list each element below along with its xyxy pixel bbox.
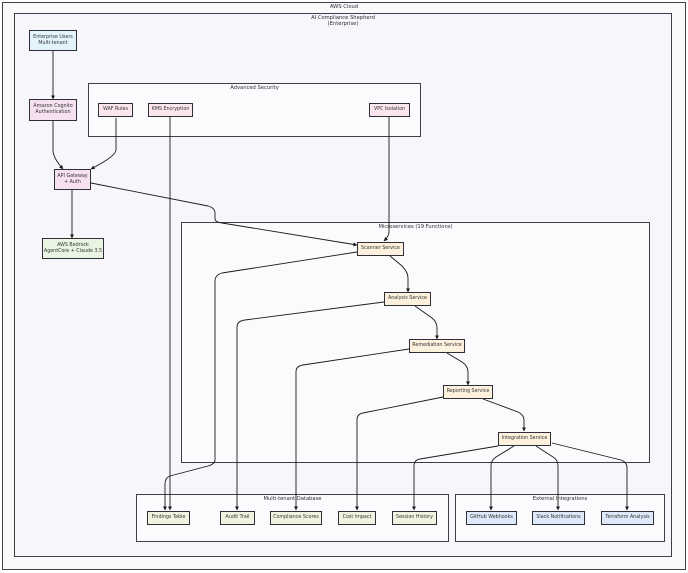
edge-cognito-gateway	[52, 121, 64, 170]
node-api-gateway[interactable]: API Gateway + Auth	[54, 169, 91, 190]
edge-reporting-cost	[354, 396, 444, 511]
node-findings-table[interactable]: Findings Table	[147, 511, 190, 525]
node-session-history[interactable]: Session History	[392, 511, 437, 525]
cluster-title-microservices: Microservices (19 Functions)	[378, 224, 453, 230]
cluster-title-integrations: External Integrations	[532, 496, 588, 502]
node-enterprise-users[interactable]: Enterprise Users Multi-tenant	[29, 30, 77, 51]
node-kms-encryption[interactable]: KMS Encryption	[148, 103, 193, 117]
edge-integration-terraform	[551, 442, 630, 511]
edge-reporting-integration	[482, 398, 527, 432]
node-remediation-service[interactable]: Remediation Service	[409, 339, 465, 353]
node-cognito[interactable]: Amazon Cognito Authentication	[29, 99, 77, 121]
edge-remediation-scores	[293, 348, 410, 511]
edge-gateway-scanner	[90, 182, 358, 247]
node-integration-service[interactable]: Integration Service	[498, 432, 551, 446]
cluster-title-database: Multi-tenant Database	[263, 496, 322, 502]
node-compliance-scores[interactable]: Compliance Scores	[270, 511, 322, 525]
node-vpc-isolation[interactable]: VPC Isolation	[369, 103, 410, 117]
edge-analysis-remediation	[414, 305, 440, 340]
edge-waf-gateway	[90, 118, 117, 170]
node-scanner-service[interactable]: Scanner Service	[357, 242, 404, 256]
node-terraform-analysis[interactable]: Terraform Analysis	[601, 511, 654, 525]
node-slack-notifications[interactable]: Slack Notifications	[532, 511, 585, 525]
node-aws-bedrock[interactable]: AWS Bedrock AgentCore + Claude 3.5	[42, 238, 104, 259]
node-audit-trail[interactable]: Audit Trail	[220, 511, 255, 525]
edge-integration-github	[488, 445, 515, 511]
edge-scanner-findings	[162, 251, 358, 511]
edge-vpc-scanner	[383, 117, 390, 242]
cluster-advanced-security: Advanced Security	[88, 83, 421, 137]
cluster-title-aws-cloud: AWS Cloud	[329, 4, 359, 10]
edge-remediation-reporting	[446, 352, 471, 386]
cluster-title-security: Advanced Security	[230, 85, 279, 91]
cluster-title-shepherd: AI Compliance Shepherd (Enterprise)	[311, 15, 375, 27]
node-waf-rules[interactable]: WAF Rules	[98, 103, 133, 117]
node-analysis-service[interactable]: Analysis Service	[384, 292, 431, 306]
node-reporting-service[interactable]: Reporting Service	[443, 385, 493, 399]
edge-scanner-analysis	[389, 255, 411, 293]
edge-integration-slack	[535, 445, 561, 511]
edge-analysis-audit	[234, 301, 385, 511]
node-github-webhooks[interactable]: GitHub Webhooks	[466, 511, 517, 525]
node-cost-impact[interactable]: Cost Impact	[338, 511, 376, 525]
edge-integration-session	[411, 445, 499, 511]
